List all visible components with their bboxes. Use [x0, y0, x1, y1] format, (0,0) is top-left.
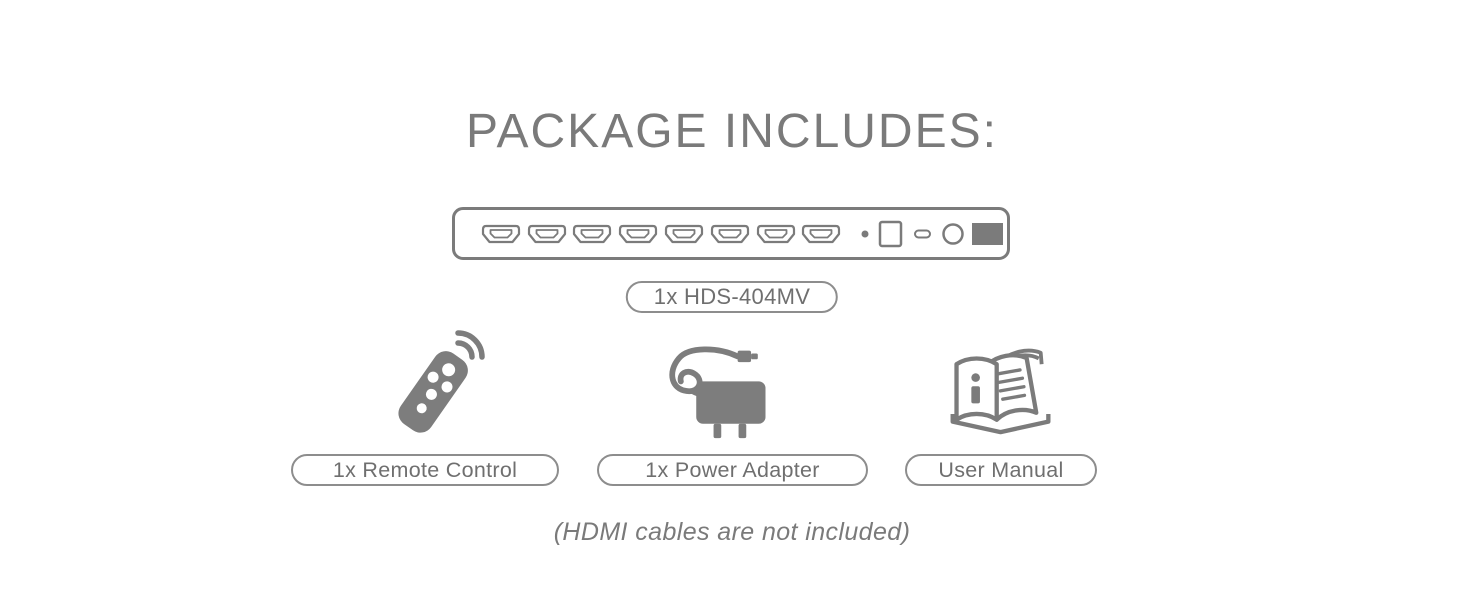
port-slot-icon: [914, 229, 931, 238]
hdmi-port-icon: [801, 224, 841, 243]
book-cover: [950, 413, 1051, 435]
signal-waves-icon: [455, 330, 485, 360]
footnote-text: (HDMI cables are not included): [553, 518, 911, 546]
info-icon: [971, 373, 980, 404]
text-lines-icon: [995, 368, 1027, 401]
remote-body: [398, 351, 468, 433]
device-panel: [452, 207, 1010, 260]
adapter-prong-icon: [713, 423, 722, 439]
dc-connector-tip-icon: [751, 353, 758, 360]
hdmi-port-icon: [664, 224, 704, 243]
user-manual-label-badge: User Manual: [905, 454, 1097, 486]
right-page: [984, 353, 1039, 422]
indicator-dot-icon: [861, 230, 869, 237]
power-adapter-icon: [650, 341, 780, 447]
hdmi-port-icon: [756, 224, 796, 243]
hdmi-port-icon: [527, 224, 567, 243]
hdmi-port-icon: [481, 224, 521, 243]
power-adapter-label-badge: 1x Power Adapter: [597, 454, 868, 486]
hdmi-port-icon: [710, 224, 750, 243]
user-manual-icon: [946, 343, 1056, 444]
remote-control-icon: [383, 315, 493, 450]
power-port-icon: [972, 222, 1003, 245]
jack-circle-icon: [942, 222, 964, 245]
remote-control-label-badge: 1x Remote Control: [291, 454, 559, 486]
device-label-badge: 1x HDS-404MV: [625, 281, 839, 313]
port-square-icon: [878, 220, 903, 247]
device-front-ports: [481, 220, 1003, 247]
adapter-prong-icon: [738, 423, 747, 439]
dc-connector-icon: [737, 350, 752, 363]
adapter-body: [696, 381, 766, 424]
page-title: PACKAGE INCLUDES:: [466, 105, 998, 158]
hdmi-port-icon: [618, 224, 658, 243]
hdmi-port-icon: [572, 224, 612, 243]
